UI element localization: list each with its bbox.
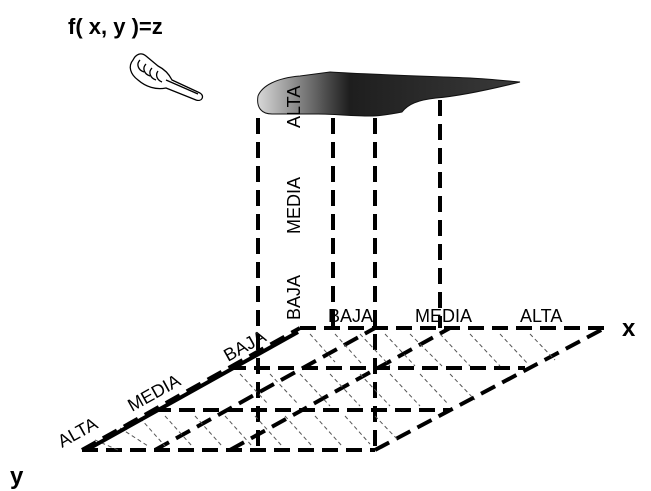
x-category-media: MEDIA	[415, 306, 472, 326]
y-axis-label: y	[10, 463, 24, 490]
formula-label: f( x, y )=z	[68, 14, 163, 39]
z-category-alta: ALTA	[284, 86, 304, 128]
z-category-baja: BAJA	[284, 275, 304, 320]
x-category-baja: BAJA	[328, 306, 373, 326]
z-category-media: MEDIA	[284, 177, 304, 234]
membership-surface	[257, 71, 521, 117]
y-axis-line	[89, 330, 299, 450]
x-axis-label: x	[622, 315, 636, 342]
base-grid	[81, 326, 606, 452]
pointing-hand-icon	[129, 53, 204, 102]
x-category-alta: ALTA	[520, 306, 562, 326]
thin-subgrid	[94, 333, 556, 451]
vertical-projection-lines	[256, 100, 442, 450]
